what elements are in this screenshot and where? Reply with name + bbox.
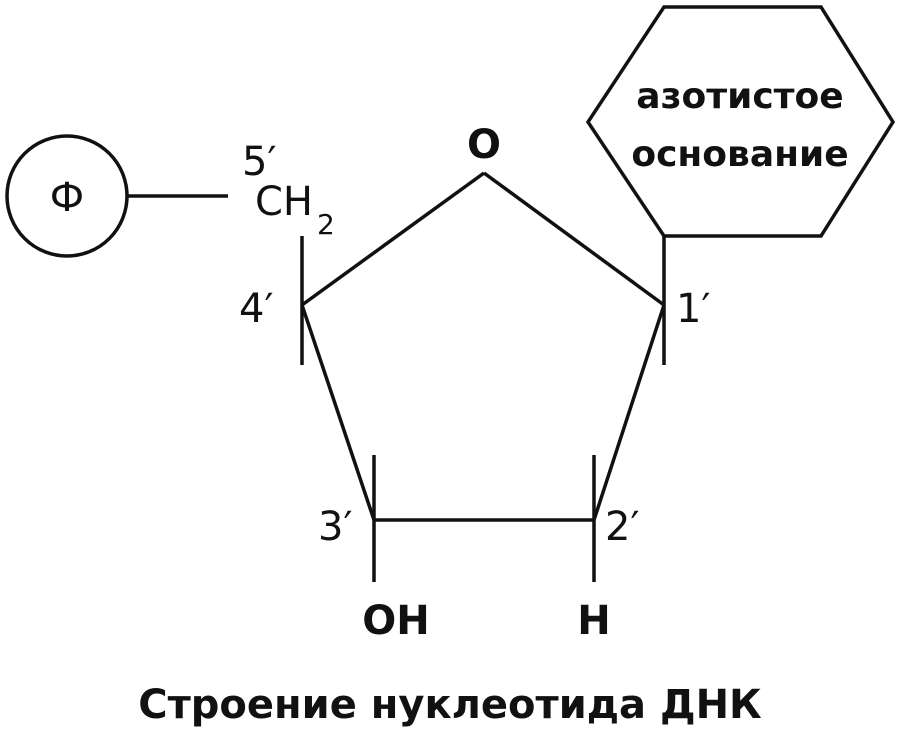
carbon3-label: 3′ — [318, 504, 353, 550]
hydroxyl-label: OH — [362, 598, 429, 644]
carbon1-label: 1′ — [676, 286, 711, 332]
ch2-label: CH — [255, 179, 313, 225]
ring-oxygen-label: O — [467, 122, 501, 168]
carbon5-label: 5′ — [242, 139, 277, 185]
base-label-line1: азотистое — [636, 76, 843, 117]
phosphate-circle — [5, 134, 129, 258]
ch2-subscript: 2 — [317, 208, 335, 241]
diagram-caption: Строение нуклеотида ДНК — [138, 682, 762, 728]
base-label-line2: основание — [631, 134, 848, 175]
ring-c1-c2-bond — [592, 304, 666, 521]
carbon2-label: 2′ — [605, 504, 640, 550]
phosphate-label: Ф — [50, 175, 84, 221]
ring-o-c1-bond — [482, 171, 666, 307]
ring-c4-o-bond — [300, 171, 486, 307]
base-hexagon — [585, 5, 896, 238]
carbon4-label: 4′ — [239, 286, 274, 332]
hydrogen-label: H — [577, 598, 610, 644]
ring-c3-c4-bond — [300, 304, 376, 521]
